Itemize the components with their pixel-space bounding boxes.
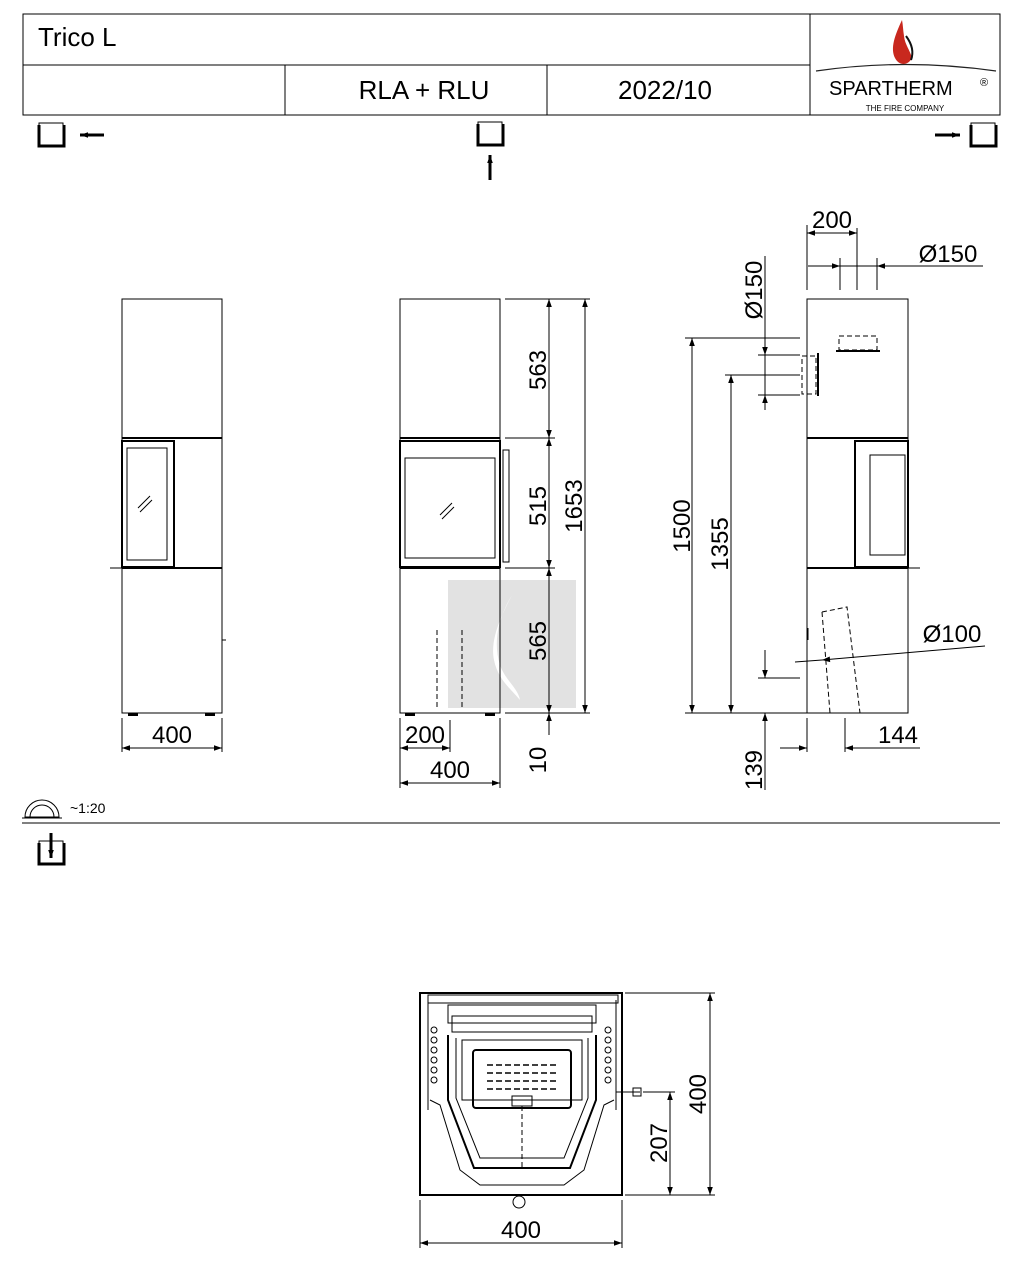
dim-top-outlet-diameter: Ø150	[919, 241, 978, 268]
view-front-icon	[476, 121, 505, 180]
dim-width: 400	[430, 757, 470, 784]
dim-top-section: 563	[525, 350, 552, 390]
brand-tagline: THE FIRE COMPANY	[866, 104, 945, 113]
dim-air-inlet-diameter: Ø100	[923, 621, 982, 648]
dim-door-section: 515	[525, 486, 552, 526]
dim-air-inlet-offset: 144	[878, 722, 918, 749]
view-top-icon	[37, 833, 66, 866]
front-view-center: 563 515 565 10 1653 200 400	[399, 298, 590, 788]
scale-indicator: ~1:20	[22, 799, 106, 819]
dim-depth: 400	[685, 1074, 712, 1114]
dim-total-height: 1653	[561, 479, 588, 532]
dim-connection-depth: 207	[646, 1123, 673, 1163]
registered-mark: ®	[980, 77, 988, 89]
dim-bottom-section: 565	[525, 621, 552, 661]
dim-feet: 10	[525, 747, 552, 774]
dim-width: 400	[501, 1217, 541, 1244]
variant-label: RLA + RLU	[359, 75, 490, 105]
side-view: 200 Ø150 Ø150 1500 1355 139 Ø100 144	[669, 207, 986, 790]
dim-width: 400	[152, 722, 192, 749]
dim-height-1355: 1355	[707, 517, 734, 570]
spartherm-logo: SPARTHERM ® THE FIRE COMPANY	[815, 20, 997, 113]
scale-label: ~1:20	[70, 800, 106, 816]
title-block: Trico L RLA + RLU 2022/10 SPARTHERM ® TH…	[22, 13, 1001, 116]
view-right-icon	[935, 122, 998, 148]
dim-half-width: 200	[405, 722, 445, 749]
front-view-left: 400	[110, 298, 226, 752]
product-title: Trico L	[38, 22, 117, 52]
dim-height-1500: 1500	[669, 499, 696, 552]
dim-top-outlet-offset: 200	[812, 207, 852, 234]
protractor-icon	[24, 799, 60, 818]
brand-name: SPARTHERM	[829, 78, 953, 100]
view-left-icon	[37, 122, 104, 148]
date-label: 2022/10	[618, 75, 712, 105]
flame-icon	[892, 20, 912, 64]
plan-view: 400 207 400	[419, 992, 715, 1248]
dim-air-inlet-height: 139	[741, 750, 768, 790]
dim-rear-outlet-diameter: Ø150	[741, 261, 768, 320]
